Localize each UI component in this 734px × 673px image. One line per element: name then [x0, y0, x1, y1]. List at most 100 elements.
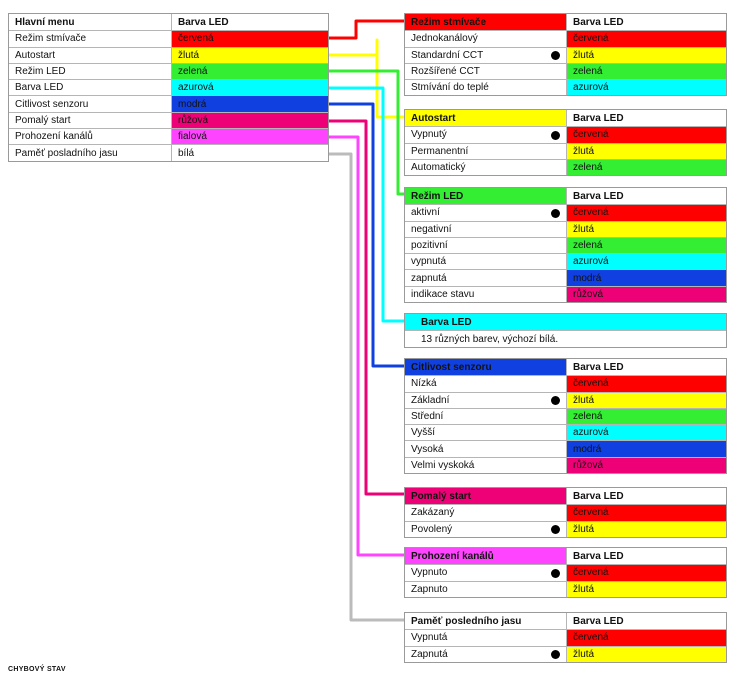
main-menu-title: Hlavní menu: [15, 16, 75, 28]
main-menu-item-color: bílá: [171, 145, 328, 161]
submenu-option-color: červená: [566, 205, 726, 221]
submenu-option-label: Permanentní: [405, 144, 566, 159]
submenu-title: Režim LED: [405, 188, 566, 205]
submenu-option-text: Vyšší: [411, 427, 436, 439]
submenu-color-header: Barva LED: [566, 488, 726, 505]
submenu-option-text: Zakázaný: [411, 507, 455, 519]
submenu-option-color: azurová: [566, 80, 726, 96]
submenu-option-text: Velmi vyskoká: [411, 459, 475, 471]
submenu-option-label: Vypnutý: [405, 127, 566, 142]
connector-line: [329, 119, 405, 496]
submenu-option-text: Rozšířené CCT: [411, 66, 480, 78]
main-menu-item-label: Režim stmívače: [15, 33, 87, 45]
main-menu-item-color: žlutá: [171, 47, 328, 63]
main-menu-item-color: modrá: [171, 96, 328, 112]
submenu-option-color: žlutá: [566, 143, 726, 159]
main-menu-item-color: zelená: [171, 63, 328, 80]
submenu-color-header: Barva LED: [566, 359, 726, 376]
main-menu-item-color: fialová: [171, 129, 328, 145]
main-menu-item-color: růžová: [171, 112, 328, 129]
barva-led-info-box: Barva LED 13 různých barev, výchozí bílá…: [404, 313, 727, 348]
default-marker-icon: [551, 568, 560, 578]
connector-line: [329, 38, 405, 119]
submenu-color-header: Barva LED: [566, 110, 726, 127]
submenu-option-label: zapnutá: [405, 270, 566, 285]
submenu-option-label: Zapnutá: [405, 647, 566, 662]
submenu-option[interactable]: Nízká červená: [405, 375, 726, 392]
main-menu-item[interactable]: Prohození kanálů fialová: [9, 128, 328, 145]
submenu-title: Prohození kanálů: [405, 548, 566, 565]
submenu-option-text: Střední: [411, 411, 444, 423]
submenu-option-color: zelená: [566, 63, 726, 80]
submenu-option-color: žlutá: [566, 521, 726, 537]
submenu-option-label: indikace stavu: [405, 287, 566, 302]
main-menu-item[interactable]: Pomalý start růžová: [9, 111, 328, 129]
connector-line: [329, 86, 405, 323]
submenu-option[interactable]: Permanentní žlutá: [405, 142, 726, 159]
submenu-option-text: Permanentní: [411, 145, 469, 157]
barva-led-info-text: 13 různých barev, výchozí bílá.: [405, 330, 726, 347]
submenu-option-text: Jednokanálový: [411, 33, 478, 45]
submenu-option-label: Zapnuto: [405, 582, 566, 597]
submenu-option-text: Nízká: [411, 378, 437, 390]
default-marker-icon: [551, 396, 560, 406]
submenu-option-color: červená: [566, 630, 726, 646]
main-menu-item[interactable]: Autostart žlutá: [9, 46, 328, 63]
submenu-option-text: indikace stavu: [411, 288, 475, 300]
submenu-option-color: žlutá: [566, 581, 726, 597]
main-menu-item-label: Prohození kanálů: [15, 131, 93, 143]
main-menu-item-label: Autostart: [15, 49, 56, 61]
submenu-option-label: Střední: [405, 409, 566, 424]
submenu-color-header: Barva LED: [566, 14, 726, 31]
submenu-option-label: negativní: [405, 222, 566, 237]
submenu-option-color: žlutá: [566, 392, 726, 408]
connector-line: [329, 135, 405, 557]
barva-led-info-title: Barva LED: [405, 314, 726, 330]
submenu-option-label: Jednokanálový: [405, 31, 566, 46]
submenu-option-color: modrá: [566, 441, 726, 457]
submenu-option-label: Vypnutá: [405, 630, 566, 645]
main-menu-item-label: Barva LED: [15, 82, 64, 94]
connector-line: [329, 152, 405, 622]
default-marker-icon: [551, 650, 560, 660]
submenu-option-color: červená: [566, 376, 726, 392]
submenu-option[interactable]: Rozšířené CCT zelená: [405, 62, 726, 80]
main-menu-item-label: Pomalý start: [15, 114, 71, 126]
submenu-option-color: zelená: [566, 237, 726, 254]
